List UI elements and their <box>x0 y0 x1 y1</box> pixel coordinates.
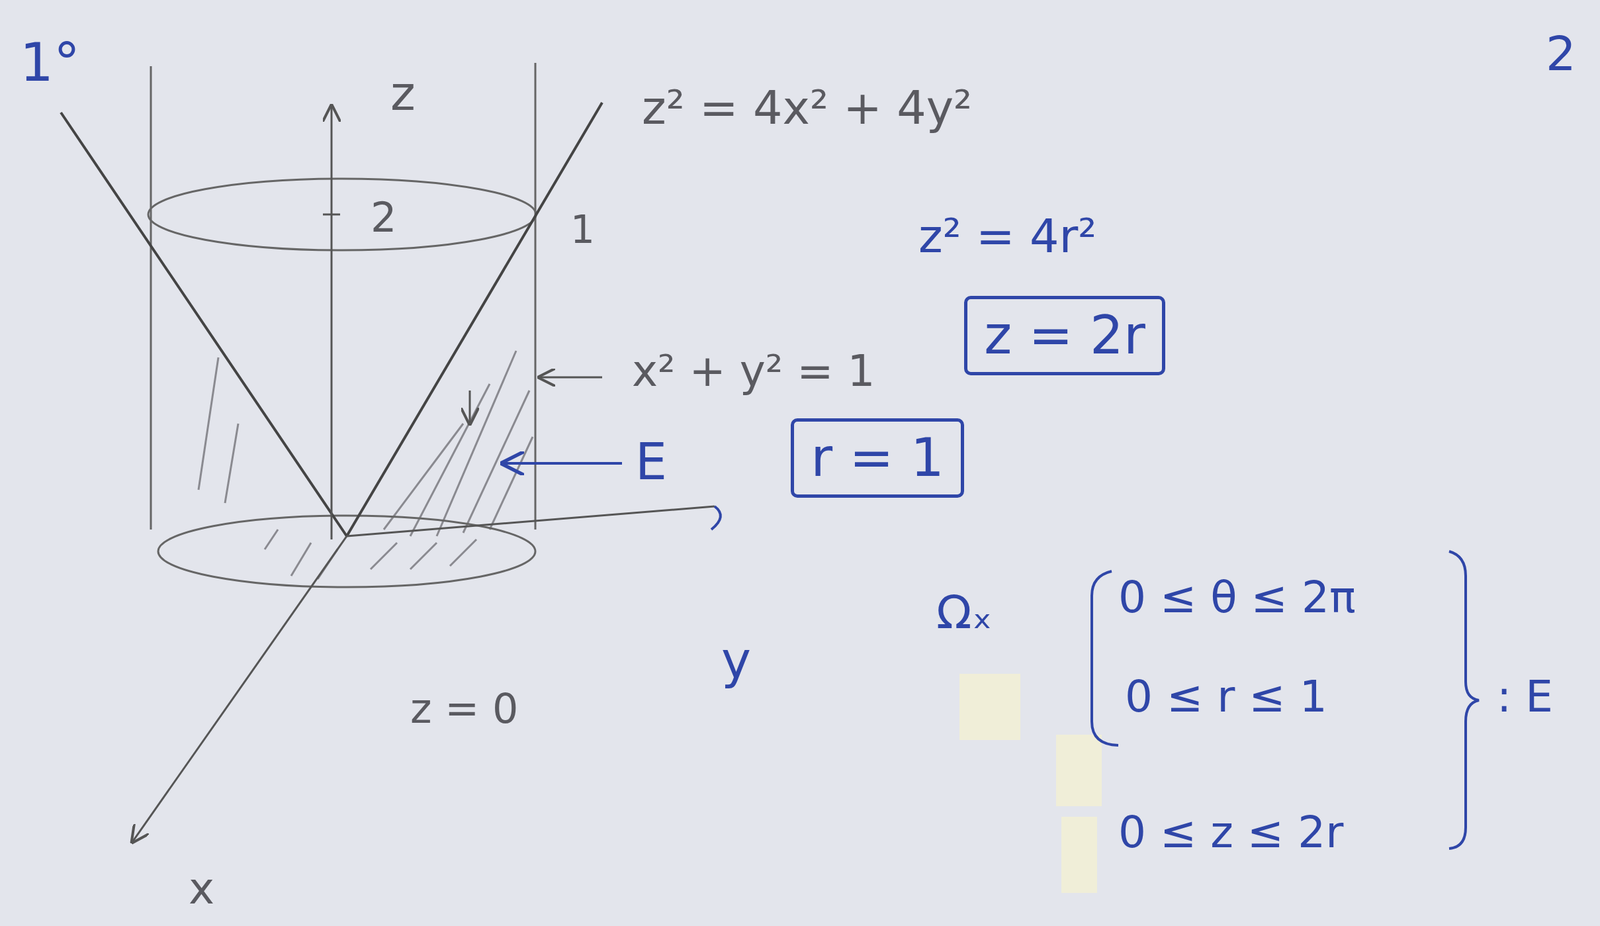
equation: z = 0 <box>410 688 519 730</box>
equation-text: z = 2r <box>983 309 1146 362</box>
axes <box>132 105 715 842</box>
tick-label: 1 <box>570 210 595 249</box>
equation-text: r = 1 <box>810 431 945 485</box>
paper-patch <box>959 673 1102 893</box>
boxed-equation: z = 2r <box>964 295 1166 376</box>
region-hatching <box>198 350 533 579</box>
definition: : E <box>1496 674 1554 719</box>
bracket <box>502 463 1479 849</box>
region-name: E <box>635 436 667 488</box>
inequality: 0 ≤ r ≤ 1 <box>1124 674 1328 719</box>
equation: x² + y² = 1 <box>631 349 876 394</box>
section-number: 1° <box>19 36 81 90</box>
equation: z² = 4x² + 4y² <box>641 84 973 132</box>
tick-label: 2 <box>370 197 397 239</box>
inequality: 0 ≤ z ≤ 2r <box>1118 810 1344 855</box>
axis-name: y <box>721 635 752 686</box>
cylinder <box>148 62 536 587</box>
domain-name: Ωₓ <box>936 588 993 636</box>
section-number: 2 <box>1545 29 1577 78</box>
inequality: 0 ≤ θ ≤ 2π <box>1118 575 1356 620</box>
equation: z² = 4r² <box>918 213 1097 260</box>
axis-name: x <box>188 866 215 911</box>
axis-name: z <box>390 69 416 118</box>
boxed-equation: r = 1 <box>790 418 965 498</box>
